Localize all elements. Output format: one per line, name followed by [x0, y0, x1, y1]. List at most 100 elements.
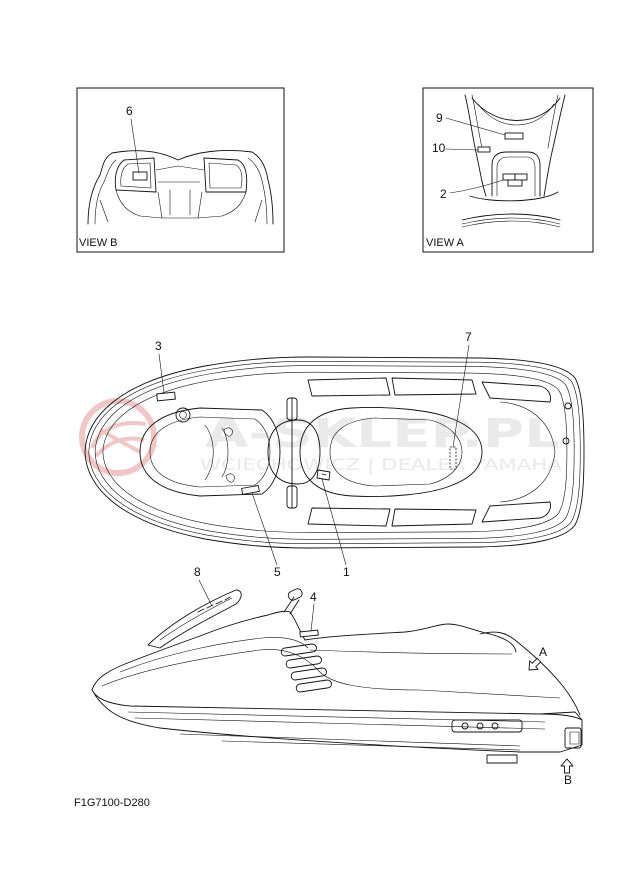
side-view-seat-base	[309, 649, 513, 655]
view-a-title: VIEW A	[426, 237, 465, 249]
view-b-right-pad-inner	[208, 162, 243, 189]
side-view-stern-body	[479, 631, 581, 716]
side-view-vent-plate	[451, 719, 523, 733]
leader-line-7	[452, 344, 470, 448]
view-arrow-b	[560, 758, 574, 774]
top-view-grip-upper	[286, 397, 298, 421]
top-view-hull-outline	[84, 356, 585, 549]
side-view-visor	[147, 589, 242, 649]
top-view-stern-eye-lower	[562, 437, 570, 445]
callout-8: 8	[194, 565, 201, 579]
vent-slot	[295, 679, 332, 693]
view-arrow-b-label: B	[564, 773, 572, 787]
view-b-outer-left	[87, 152, 113, 225]
vent-slot	[285, 655, 322, 669]
view-a-panel: VIEW A 9 10 2	[422, 87, 594, 253]
watermark: A-SKLEP.PL WCIECHOWICZ | DEALER YAMAHA	[79, 398, 562, 476]
view-arrow-a	[528, 657, 542, 671]
callout-3: 3	[155, 339, 162, 353]
callout-4: 4	[310, 590, 317, 604]
label-7-decal	[449, 446, 457, 470]
vent-plate-hole	[476, 722, 484, 730]
side-view-side-panel	[101, 649, 561, 699]
top-view-storage-cap-inner	[179, 411, 187, 419]
leader-line-6	[130, 118, 140, 174]
top-view-gunwale-1	[89, 361, 581, 543]
label-8-decal	[197, 596, 231, 613]
top-view-windscreen	[204, 424, 229, 481]
side-view: 8 4 A B	[91, 565, 583, 787]
leader-line-8	[198, 579, 213, 607]
view-b-center-channel	[155, 165, 205, 219]
view-b-title: VIEW B	[79, 237, 118, 249]
top-view-deck-edge	[103, 372, 567, 532]
view-a-tray-inner	[496, 156, 536, 197]
top-view-footwell-upper-front	[307, 377, 391, 397]
label-9-decal	[504, 132, 524, 140]
side-view-handlebar-post	[283, 596, 300, 615]
side-view-jet-nozzle	[564, 727, 582, 749]
view-b-inner-right	[247, 157, 268, 225]
side-view-gunwale	[91, 689, 583, 721]
vent-slot	[280, 643, 317, 657]
view-a-tray	[491, 151, 541, 197]
top-view-stern-eye-upper	[564, 402, 572, 410]
top-view-seat-inner	[329, 417, 463, 487]
top-view: 3 7 5 1	[84, 330, 585, 579]
top-view-footwell-upper-stern	[481, 381, 551, 403]
view-b-top-edge	[111, 150, 253, 161]
label-2-decal-right	[514, 173, 528, 181]
view-a-frame	[422, 87, 594, 253]
leader-line-3	[158, 353, 165, 394]
view-a-right-outer	[543, 94, 566, 197]
view-b-left-pad	[114, 157, 157, 193]
label-4-decal	[299, 629, 319, 638]
side-view-keel-fitting	[486, 754, 518, 764]
top-view-footwell-upper-rear	[391, 377, 477, 396]
side-view-grip	[287, 588, 303, 601]
view-a-top-curve-inner	[477, 103, 555, 126]
label-2-decal-left	[502, 173, 516, 181]
view-b-frame	[76, 87, 285, 253]
leader-line-1	[321, 478, 347, 566]
vent-plate-hole	[461, 722, 469, 730]
leader-line-5	[251, 492, 278, 566]
view-b-inner-left	[94, 159, 117, 225]
callout-5: 5	[274, 565, 281, 579]
watermark-line-1: A-SKLEP.PL	[205, 411, 560, 457]
view-a-left-outer	[464, 94, 487, 197]
side-view-hull-bottom	[94, 694, 521, 753]
leader-line-2	[449, 179, 504, 194]
callout-10: 10	[432, 141, 446, 155]
view-a-top-curve	[471, 97, 561, 121]
view-a-stern-drawing	[461, 94, 566, 228]
top-view-mirror-lower	[225, 473, 235, 483]
vent-slot	[290, 667, 327, 681]
side-view-chine-2	[221, 740, 521, 751]
callout-9: 9	[436, 111, 443, 125]
figure-code: F1G7100-D280	[74, 797, 150, 809]
side-view-rub-rail-1	[127, 711, 546, 723]
view-arrow-a-label: A	[539, 645, 547, 659]
leader-line-9	[445, 117, 506, 136]
top-view-grip-lower	[286, 485, 298, 509]
label-3-decal	[156, 391, 176, 402]
label-2-decal-lower	[507, 179, 523, 187]
side-view-side-panel-upper	[119, 637, 309, 673]
top-view-rear-deck	[499, 401, 556, 503]
label-10-decal	[477, 146, 491, 153]
leader-line-4	[310, 603, 315, 632]
leader-line-10	[445, 148, 479, 151]
side-view-seat	[304, 623, 517, 653]
top-view-hood	[139, 407, 281, 497]
top-view-footwell-lower-rear	[391, 508, 477, 527]
view-b-lower-curves	[99, 189, 263, 223]
callout-6: 6	[126, 104, 133, 118]
label-6-decal	[132, 171, 148, 181]
view-a-right-inner	[547, 94, 559, 149]
top-view-mirror-upper	[223, 427, 233, 437]
view-a-hull-line-3	[461, 220, 561, 228]
side-view-jet-nozzle-inner	[569, 731, 580, 745]
